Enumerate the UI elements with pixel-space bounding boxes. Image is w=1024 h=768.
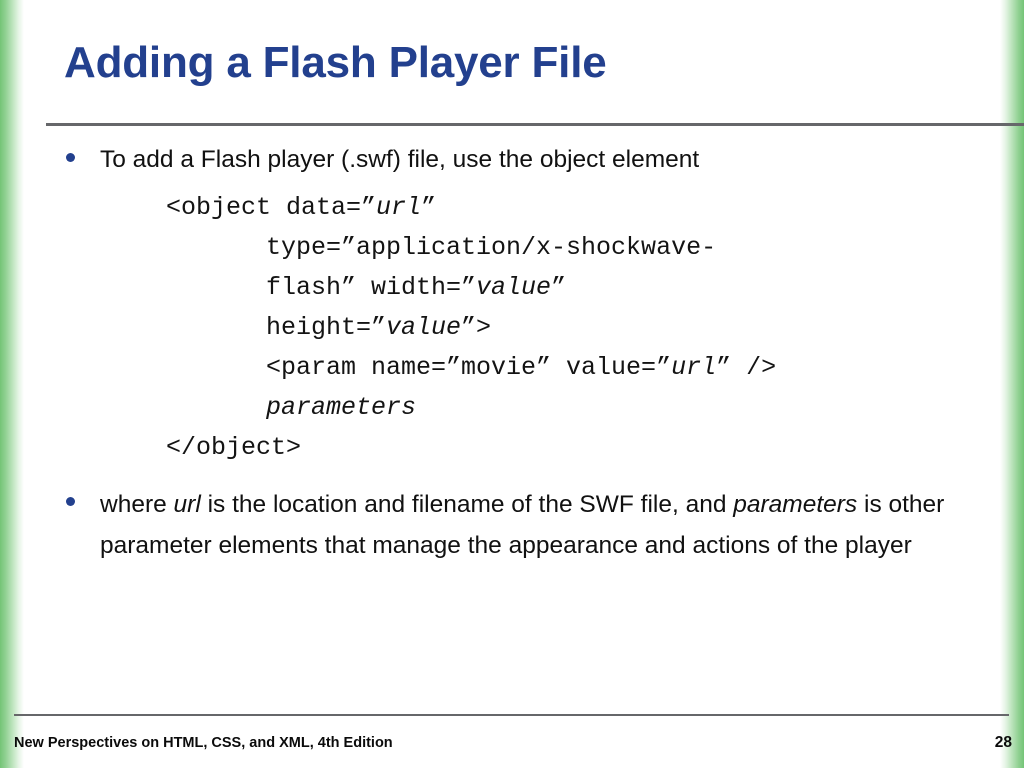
code-line-4-run-0: <param name=”movie” value=” xyxy=(266,353,672,382)
footer-source-label: New Perspectives on HTML, CSS, and XML, … xyxy=(14,735,393,751)
code-line-0: <object data=”url” xyxy=(0,188,1024,228)
code-line-6: </object> xyxy=(0,428,1024,468)
code-line-4-run-2: ” /> xyxy=(716,353,777,382)
code-line-4-run-1: url xyxy=(671,353,717,382)
title-divider-rule xyxy=(46,123,1024,126)
code-line-0-run-2: ” xyxy=(421,193,437,222)
decorative-right-green-edge xyxy=(1000,0,1024,768)
code-line-2: flash” width=”value” xyxy=(0,268,1024,308)
explanation-run-0: where xyxy=(100,491,174,518)
slide-title: Adding a Flash Player File xyxy=(64,38,607,87)
decorative-left-green-edge xyxy=(0,0,24,768)
code-line-2-run-1: value xyxy=(476,273,552,302)
explanation-run-2: is the location and filename of the SWF … xyxy=(200,491,734,518)
explanation-run-4: is other parameter elements that manage … xyxy=(100,491,945,559)
code-line-3-run-1: value xyxy=(386,313,462,342)
explanation-run-3: parameters xyxy=(733,491,858,518)
bullet-item-explanation-text: where url is the location and filename o… xyxy=(100,491,944,559)
slide-body: To add a Flash player (.swf) file, use t… xyxy=(0,140,1024,570)
bullet-dot-icon xyxy=(66,153,75,162)
code-line-0-run-0: <object data=” xyxy=(166,193,377,222)
code-line-2-run-0: flash” width=” xyxy=(266,273,477,302)
code-line-3: height=”value”> xyxy=(0,308,1024,348)
footer-page-number: 28 xyxy=(994,734,1012,751)
bullet-item-explanation: where url is the location and filename o… xyxy=(0,484,1024,566)
code-line-6-run-0: </object> xyxy=(166,433,302,462)
code-line-0-run-1: url xyxy=(376,193,422,222)
code-line-1: type=”application/x-shockwave- xyxy=(0,228,1024,268)
code-line-1-run-0: type=”application/x-shockwave- xyxy=(266,233,717,262)
code-sample-object-element: <object data=”url”type=”application/x-sh… xyxy=(0,188,1024,468)
code-line-5-run-0: parameters xyxy=(266,393,417,422)
code-line-2-run-2: ” xyxy=(551,273,567,302)
code-line-3-run-0: height=” xyxy=(266,313,387,342)
footer-divider-rule xyxy=(14,714,1009,716)
code-line-3-run-2: ”> xyxy=(461,313,492,342)
bullet-dot-icon xyxy=(66,497,75,506)
code-line-4: <param name=”movie” value=”url” /> xyxy=(0,348,1024,388)
bullet-item-intro: To add a Flash player (.swf) file, use t… xyxy=(0,140,1024,180)
bullet-item-intro-text: To add a Flash player (.swf) file, use t… xyxy=(100,146,700,173)
code-line-5: parameters xyxy=(0,388,1024,428)
explanation-run-1: url xyxy=(173,491,201,518)
